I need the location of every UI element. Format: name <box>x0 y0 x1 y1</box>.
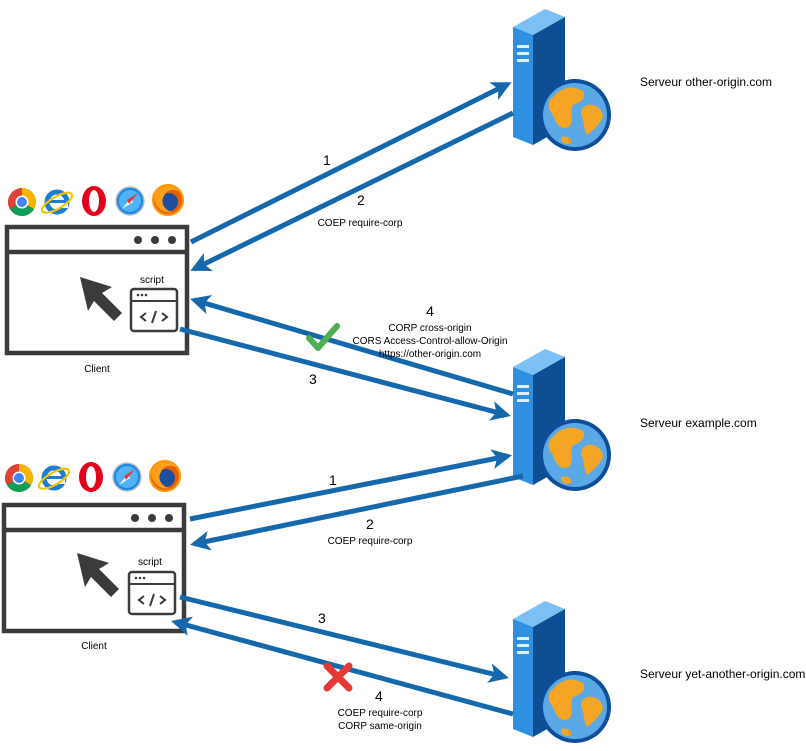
bottom-arrow-3 <box>179 594 509 683</box>
top-client-label: Client <box>84 364 110 375</box>
chrome-icon <box>8 188 36 216</box>
server-other-origin: Serveur other-origin.com <box>513 9 772 151</box>
top-arrow-1 <box>189 81 512 245</box>
bottom-browser-icons <box>5 460 181 492</box>
bottom-arrow-2 <box>190 473 524 551</box>
bottom-script-label: script <box>138 557 162 568</box>
bottom-arrow-3-number: 3 <box>318 610 326 626</box>
server-yet-another-icon <box>513 601 611 743</box>
opera-icon <box>79 462 103 492</box>
top-arrow-1-number: 1 <box>323 152 331 168</box>
bottom-arrow-1-number: 1 <box>329 472 337 488</box>
top-arrow-2 <box>190 110 515 272</box>
server-yet-another: Serveur yet-another-origin.com <box>513 601 805 743</box>
bottom-arrow-4-line-1: COEP require-corp <box>338 708 423 719</box>
bottom-client-window: script <box>4 505 184 631</box>
check-icon <box>306 323 340 351</box>
bottom-client-label: Client <box>81 641 107 652</box>
ie-icon <box>39 189 74 216</box>
bottom-arrow-4-line-2: CORP same-origin <box>338 721 422 732</box>
safari-icon <box>115 186 145 216</box>
server-example: Serveur example.com <box>513 349 757 491</box>
server-other-origin-label: Serveur other-origin.com <box>640 75 772 89</box>
firefox-icon <box>152 184 184 216</box>
server-other-origin-icon <box>513 9 611 151</box>
opera-icon <box>82 186 106 216</box>
top-arrow-4-line-2: CORS Access-Control-allow-Origin <box>352 336 507 347</box>
top-arrow-3-number: 3 <box>309 371 317 387</box>
top-arrow-2-text: COEP require-corp <box>318 218 403 229</box>
cross-icon <box>323 662 353 692</box>
bottom-arrow-2-number: 2 <box>366 516 374 532</box>
top-arrow-4-number: 4 <box>426 303 434 319</box>
firefox-icon <box>149 460 181 492</box>
top-script-icon <box>129 287 179 333</box>
ie-icon <box>36 465 71 492</box>
bottom-script-icon <box>127 570 177 616</box>
top-script-label: script <box>140 275 164 286</box>
chrome-icon <box>5 464 33 492</box>
bottom-arrow-4-number: 4 <box>375 688 383 704</box>
top-arrow-4 <box>190 294 514 397</box>
server-example-icon <box>513 349 611 491</box>
top-arrow-3 <box>179 326 511 421</box>
bottom-arrow-2-text: COEP require-corp <box>328 536 413 547</box>
top-arrow-4-line-1: CORP cross-origin <box>388 323 471 334</box>
top-arrow-2-number: 2 <box>357 192 365 208</box>
safari-icon <box>112 462 142 492</box>
server-yet-another-label: Serveur yet-another-origin.com <box>640 667 805 681</box>
top-arrow-4-line-3: https://other-origin.com <box>379 349 481 360</box>
top-client-window: script <box>7 227 187 353</box>
top-browser-icons <box>8 184 184 216</box>
server-example-label: Serveur example.com <box>640 416 757 430</box>
bottom-arrow-1 <box>189 449 512 522</box>
